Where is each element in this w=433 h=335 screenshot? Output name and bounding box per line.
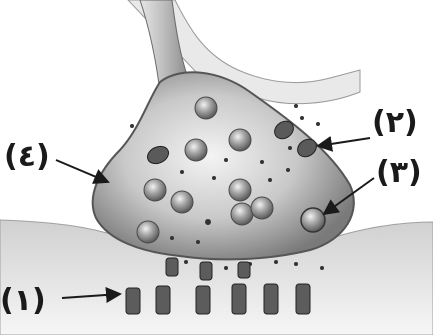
receptor — [166, 258, 178, 276]
receptor — [296, 284, 310, 314]
label-3: (٣) — [376, 158, 422, 188]
vesicle — [144, 179, 166, 201]
receptor — [196, 286, 210, 314]
label-4: (٤) — [4, 142, 50, 172]
receptor — [238, 262, 250, 278]
receptor — [126, 288, 140, 314]
arrow-4 — [56, 160, 108, 182]
receptor — [264, 284, 278, 314]
arrow-2 — [318, 138, 370, 146]
receptor — [232, 284, 246, 314]
receptor — [156, 286, 170, 314]
label-2: (٢) — [372, 108, 418, 138]
vesicle — [231, 203, 253, 225]
vesicle — [195, 97, 217, 119]
vesicle — [251, 197, 273, 219]
receptor — [200, 262, 212, 280]
label-1: (١) — [0, 286, 46, 316]
vesicle — [229, 179, 251, 201]
vesicle — [171, 191, 193, 213]
vesicle — [137, 221, 159, 243]
vesicle-releasing — [301, 208, 325, 232]
vesicle — [185, 139, 207, 161]
vesicle — [229, 129, 251, 151]
